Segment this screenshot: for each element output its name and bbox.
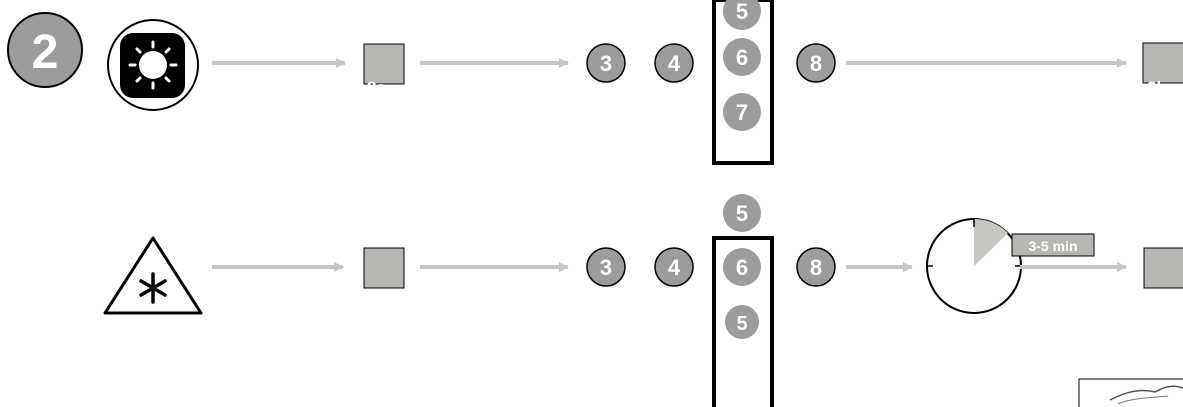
svg-text:8: 8 [810,51,822,76]
step-circle-4: 4 [654,247,694,287]
svg-text:7: 7 [736,100,748,125]
end-box-label: 2b [1147,78,1167,97]
step-circle-4: 4 [654,43,694,83]
timer-label: 3-5 min [1011,233,1095,257]
step-circle-3: 3 [586,247,626,287]
svg-text:3: 3 [600,255,612,280]
sun-icon [107,19,199,111]
svg-text:6: 6 [736,255,748,280]
svg-text:3: 3 [600,51,612,76]
start-box-label: 2a [367,78,386,97]
end-box: 2b [1142,42,1183,97]
svg-text:5: 5 [736,201,748,226]
svg-text:8: 8 [810,255,822,280]
column-step-5: 5 [723,0,761,30]
end-box [1143,247,1183,289]
column-step-5: 5 [723,194,761,232]
svg-text:6: 6 [736,45,748,70]
step-circle-8: 8 [796,43,836,83]
illustration-thumbnail [1078,378,1183,407]
start-box: 2a [363,43,405,97]
start-box [363,247,405,289]
column-step-6: 6 [723,38,761,76]
svg-text:4: 4 [668,255,681,280]
svg-text:3-5 min: 3-5 min [1028,238,1077,254]
step-badge: 2 [7,12,83,88]
column-step-6: 6 [723,248,761,286]
svg-text:5: 5 [736,313,747,335]
snowflake-warning-icon [103,236,203,315]
step-column-frame [712,236,774,407]
svg-text:5: 5 [736,0,748,24]
timer-icon [926,218,1022,314]
step-circle-3: 3 [586,43,626,83]
step-badge-label: 2 [32,26,59,79]
step-circle-8: 8 [796,247,836,287]
column-step-7: 5 [725,305,759,339]
column-step-7: 7 [723,93,761,131]
step-column-frame [712,0,774,165]
svg-text:4: 4 [668,51,681,76]
